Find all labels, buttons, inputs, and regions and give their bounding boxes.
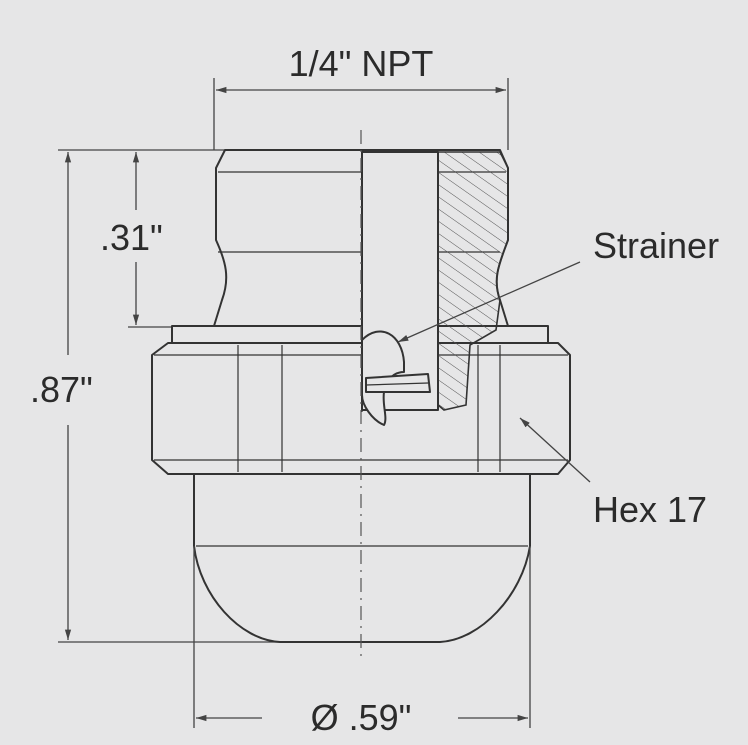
overall-height-dimension: .87" — [30, 149, 330, 643]
overall-height-label: .87" — [30, 369, 93, 410]
thread-size-label: 1/4" NPT — [289, 43, 434, 84]
diameter-dimension: Ø .59" — [193, 546, 531, 738]
diameter-label: Ø .59" — [311, 697, 412, 738]
thread-size-dimension: 1/4" NPT — [213, 43, 509, 150]
cutaway-section — [361, 151, 509, 426]
lower-body — [193, 473, 531, 643]
hex-label: Hex 17 — [593, 489, 707, 530]
strainer-label: Strainer — [593, 225, 719, 266]
cut-wall-hatch — [437, 151, 509, 411]
hex-callout: Hex 17 — [519, 417, 707, 530]
thread-length-dimension: .31" — [100, 152, 220, 328]
strainer-callout: Strainer — [397, 225, 719, 343]
thread-length-label: .31" — [100, 217, 163, 258]
